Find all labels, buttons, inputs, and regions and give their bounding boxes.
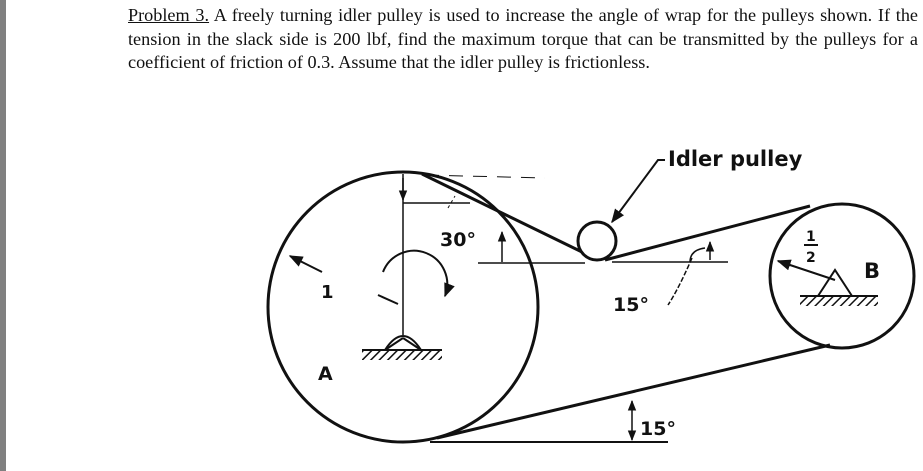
pulley-a: 1 A: [266, 170, 540, 444]
pulley-b: 1 2 B: [768, 202, 916, 350]
belt-bottom-segment: [436, 343, 831, 440]
angle-bottom-label: 15°: [640, 418, 676, 440]
radius-a-label: 1: [321, 282, 334, 303]
idler-pulley: [576, 220, 618, 262]
rotation-arrow-icon: [382, 249, 455, 298]
angle-idler-label: 15°: [613, 294, 649, 316]
angle-top-label: 30°: [440, 229, 476, 251]
pulley-a-label: A: [318, 363, 333, 385]
problem-body: A freely turning idler pulley is used to…: [128, 5, 918, 72]
belt-idler-to-b: [604, 204, 811, 262]
page-margin-bar: [0, 0, 6, 471]
problem-label: Problem 3.: [128, 5, 210, 25]
ground-hatch-b: [800, 296, 878, 306]
radius-b-denominator: 2: [806, 250, 816, 266]
ground-hatch-a: [362, 350, 442, 360]
pulley-b-label: B: [864, 259, 880, 283]
radius-b-numerator: 1: [806, 229, 816, 245]
problem-statement: Problem 3. A freely turning idler pulley…: [128, 4, 918, 75]
idler-pulley-label: Idler pulley: [668, 147, 803, 171]
belt-top-segment: [421, 172, 583, 254]
